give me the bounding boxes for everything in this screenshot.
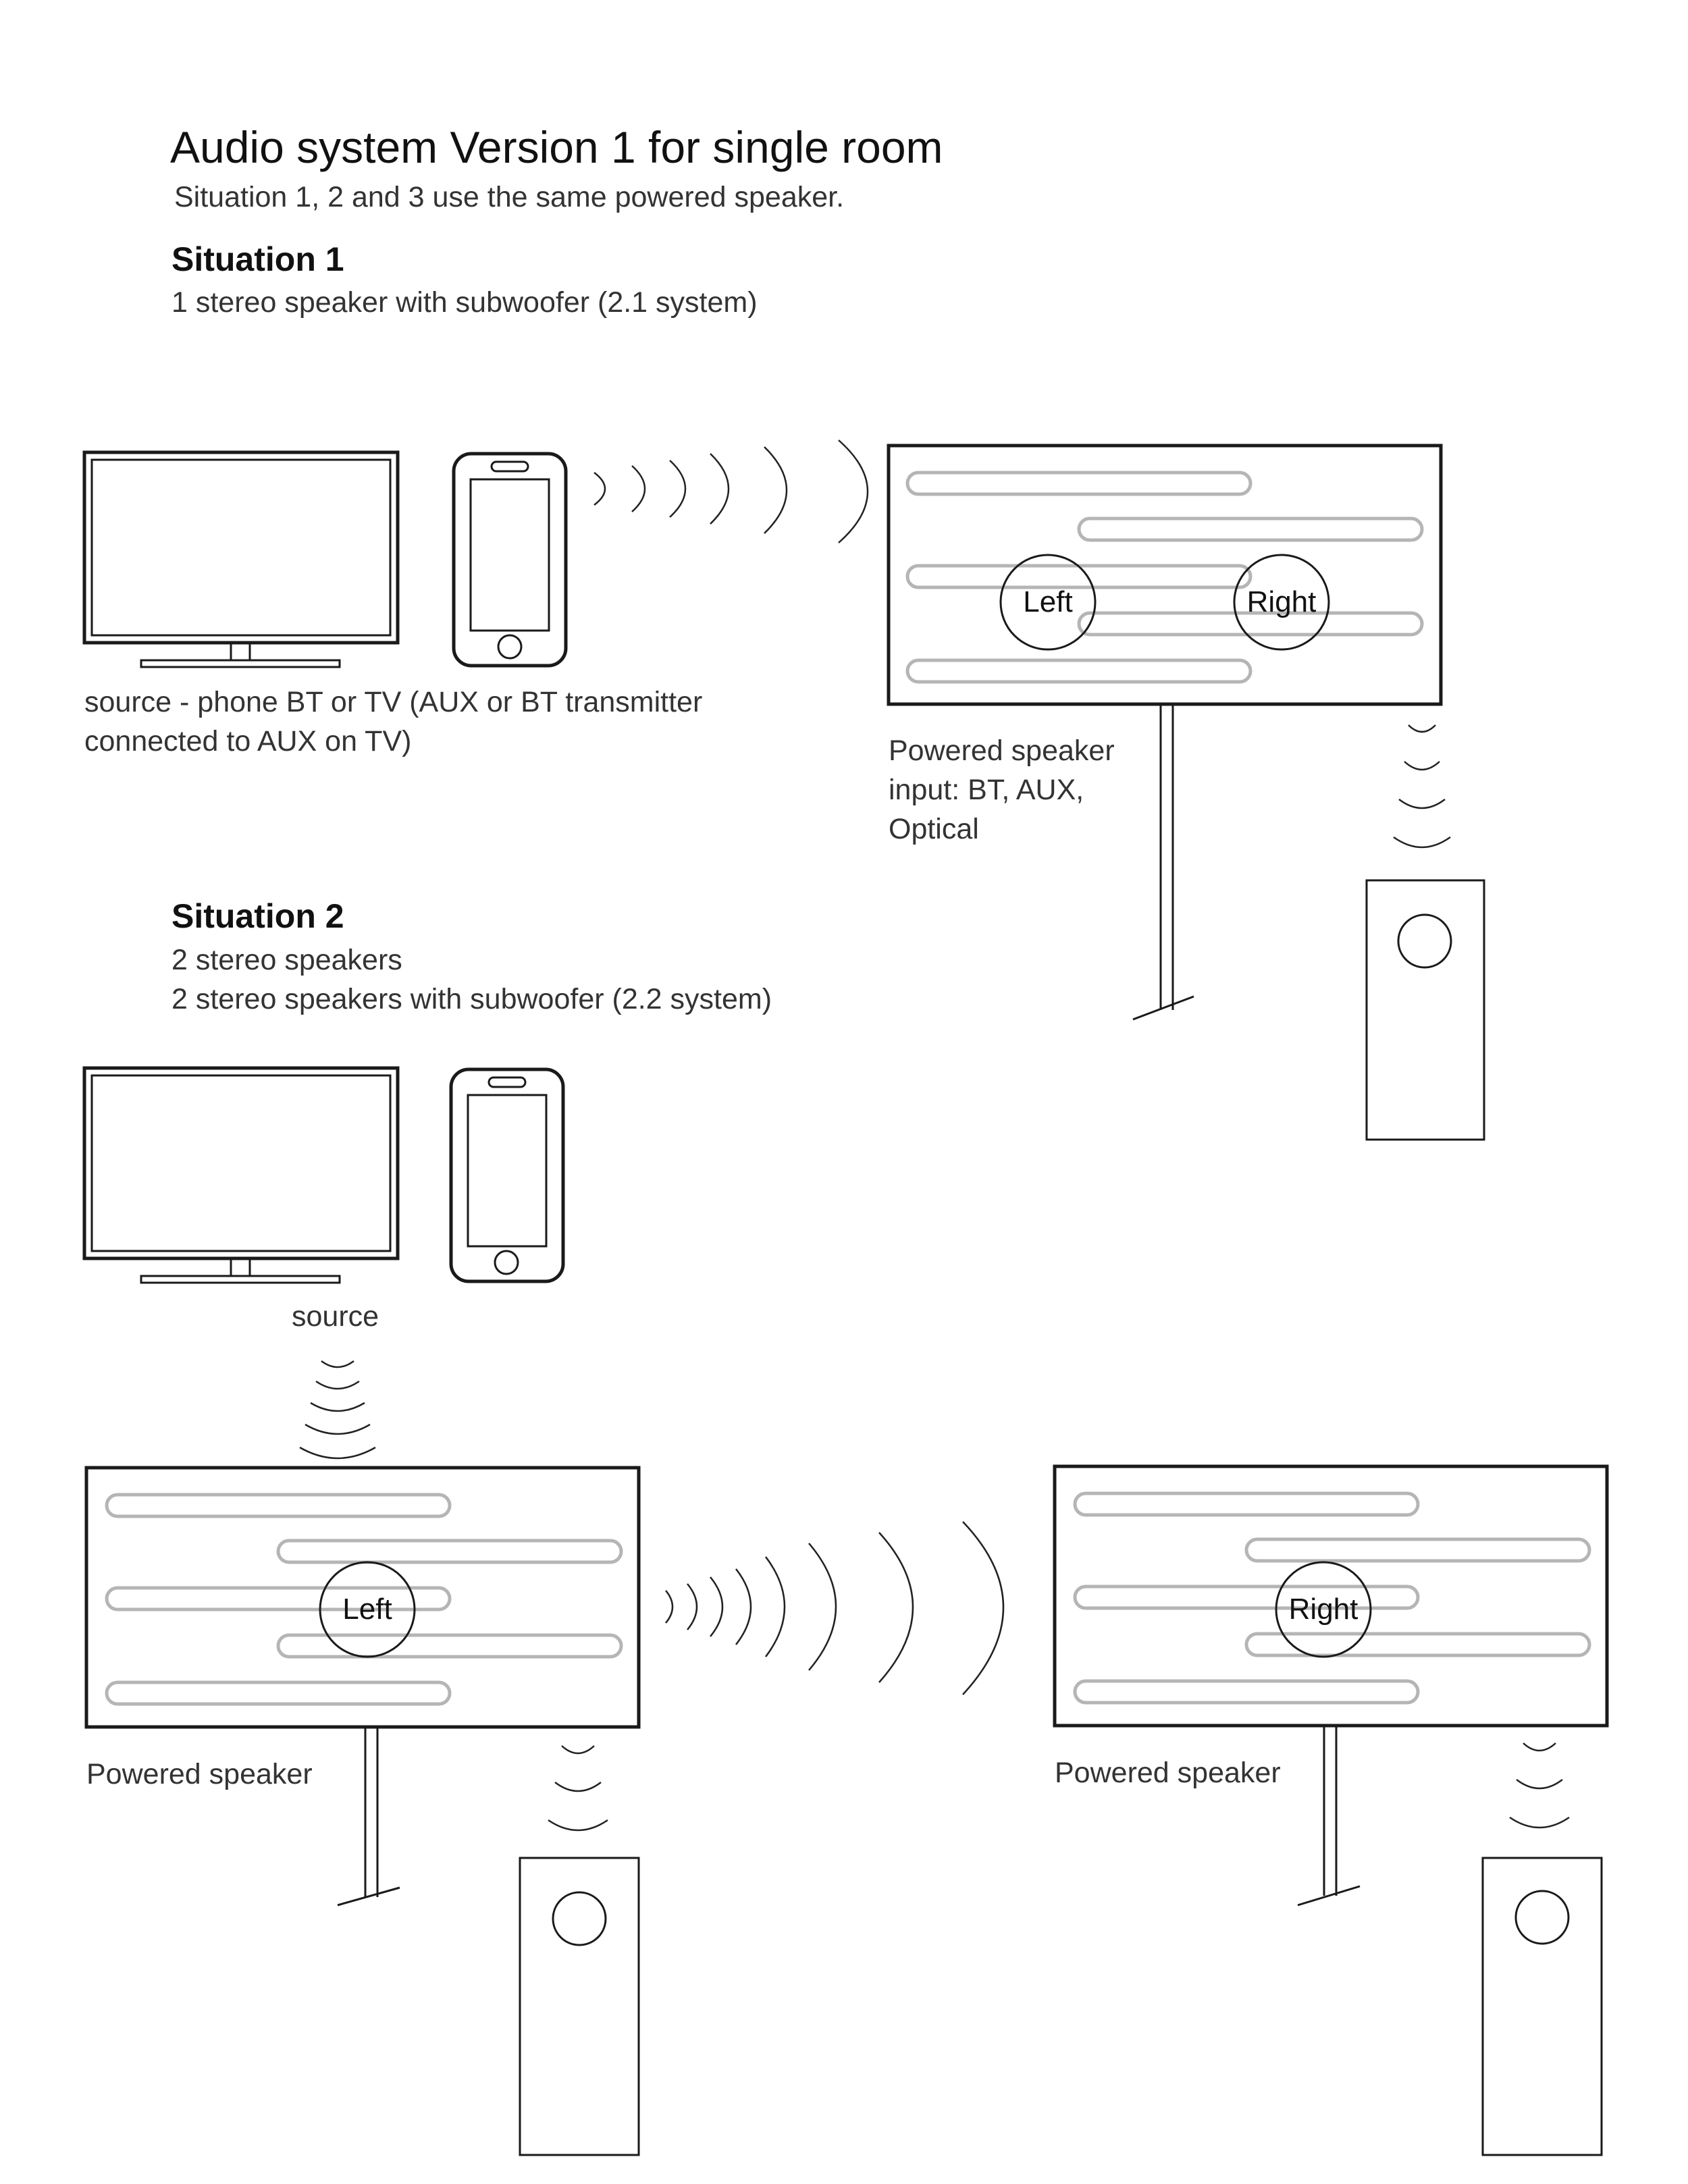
tv-icon [82, 1066, 400, 1284]
bluetooth-waves-icon [594, 440, 869, 543]
right-channel-label: Right [1247, 585, 1317, 618]
phone-icon [452, 452, 568, 668]
subwoofer-waves-icon [1509, 1742, 1570, 1829]
powered-speaker-right: Right [1053, 1464, 1609, 1728]
powered-speaker-left: Left [84, 1466, 641, 1729]
left-channel-circle [319, 1561, 416, 1658]
phone-icon [449, 1067, 565, 1283]
speaker-stand [1297, 1726, 1361, 1907]
situation-2-description-line-1: 2 stereo speakers [172, 944, 402, 976]
right-channel-circle [1233, 554, 1330, 651]
speaker-label-line-2: input: BT, AUX, [889, 774, 1084, 806]
page-subtitle: Situation 1, 2 and 3 use the same powere… [174, 181, 845, 213]
speaker-stand [337, 1727, 400, 1907]
left-channel-circle [999, 554, 1097, 651]
subwoofer-icon [1481, 1857, 1603, 2156]
source-label-line-1: source - phone BT or TV (AUX or BT trans… [84, 686, 703, 718]
right-channel-circle [1275, 1561, 1372, 1658]
left-speaker-label: Powered speaker [86, 1758, 313, 1790]
situation-1-heading: Situation 1 [172, 240, 344, 278]
right-channel-label: Right [1289, 1593, 1359, 1626]
source-waves-icon [299, 1360, 376, 1460]
subwoofer-icon [519, 1857, 640, 2156]
source-label: source [292, 1300, 379, 1333]
speaker-label-line-3: Optical [889, 813, 979, 845]
tv-icon [82, 450, 400, 668]
page-title: Audio system Version 1 for single room [170, 122, 943, 172]
powered-speaker: Left Right [887, 444, 1443, 706]
left-channel-label: Left [342, 1593, 392, 1626]
source-label-line-2: connected to AUX on TV) [84, 725, 412, 757]
speaker-stand [1132, 704, 1194, 1021]
right-speaker-label: Powered speaker [1055, 1757, 1281, 1789]
situation-2-description-line-2: 2 stereo speakers with subwoofer (2.2 sy… [172, 983, 772, 1015]
bluetooth-waves-icon [665, 1521, 1005, 1695]
subwoofer-waves-icon [1393, 724, 1451, 849]
situation-1-description: 1 stereo speaker with subwoofer (2.1 sys… [172, 286, 758, 319]
situation-2-heading: Situation 2 [172, 897, 344, 935]
speaker-label-line-1: Powered speaker [889, 735, 1115, 767]
subwoofer-icon [1365, 879, 1485, 1141]
left-channel-label: Left [1023, 585, 1072, 618]
subwoofer-waves-icon [548, 1745, 608, 1832]
